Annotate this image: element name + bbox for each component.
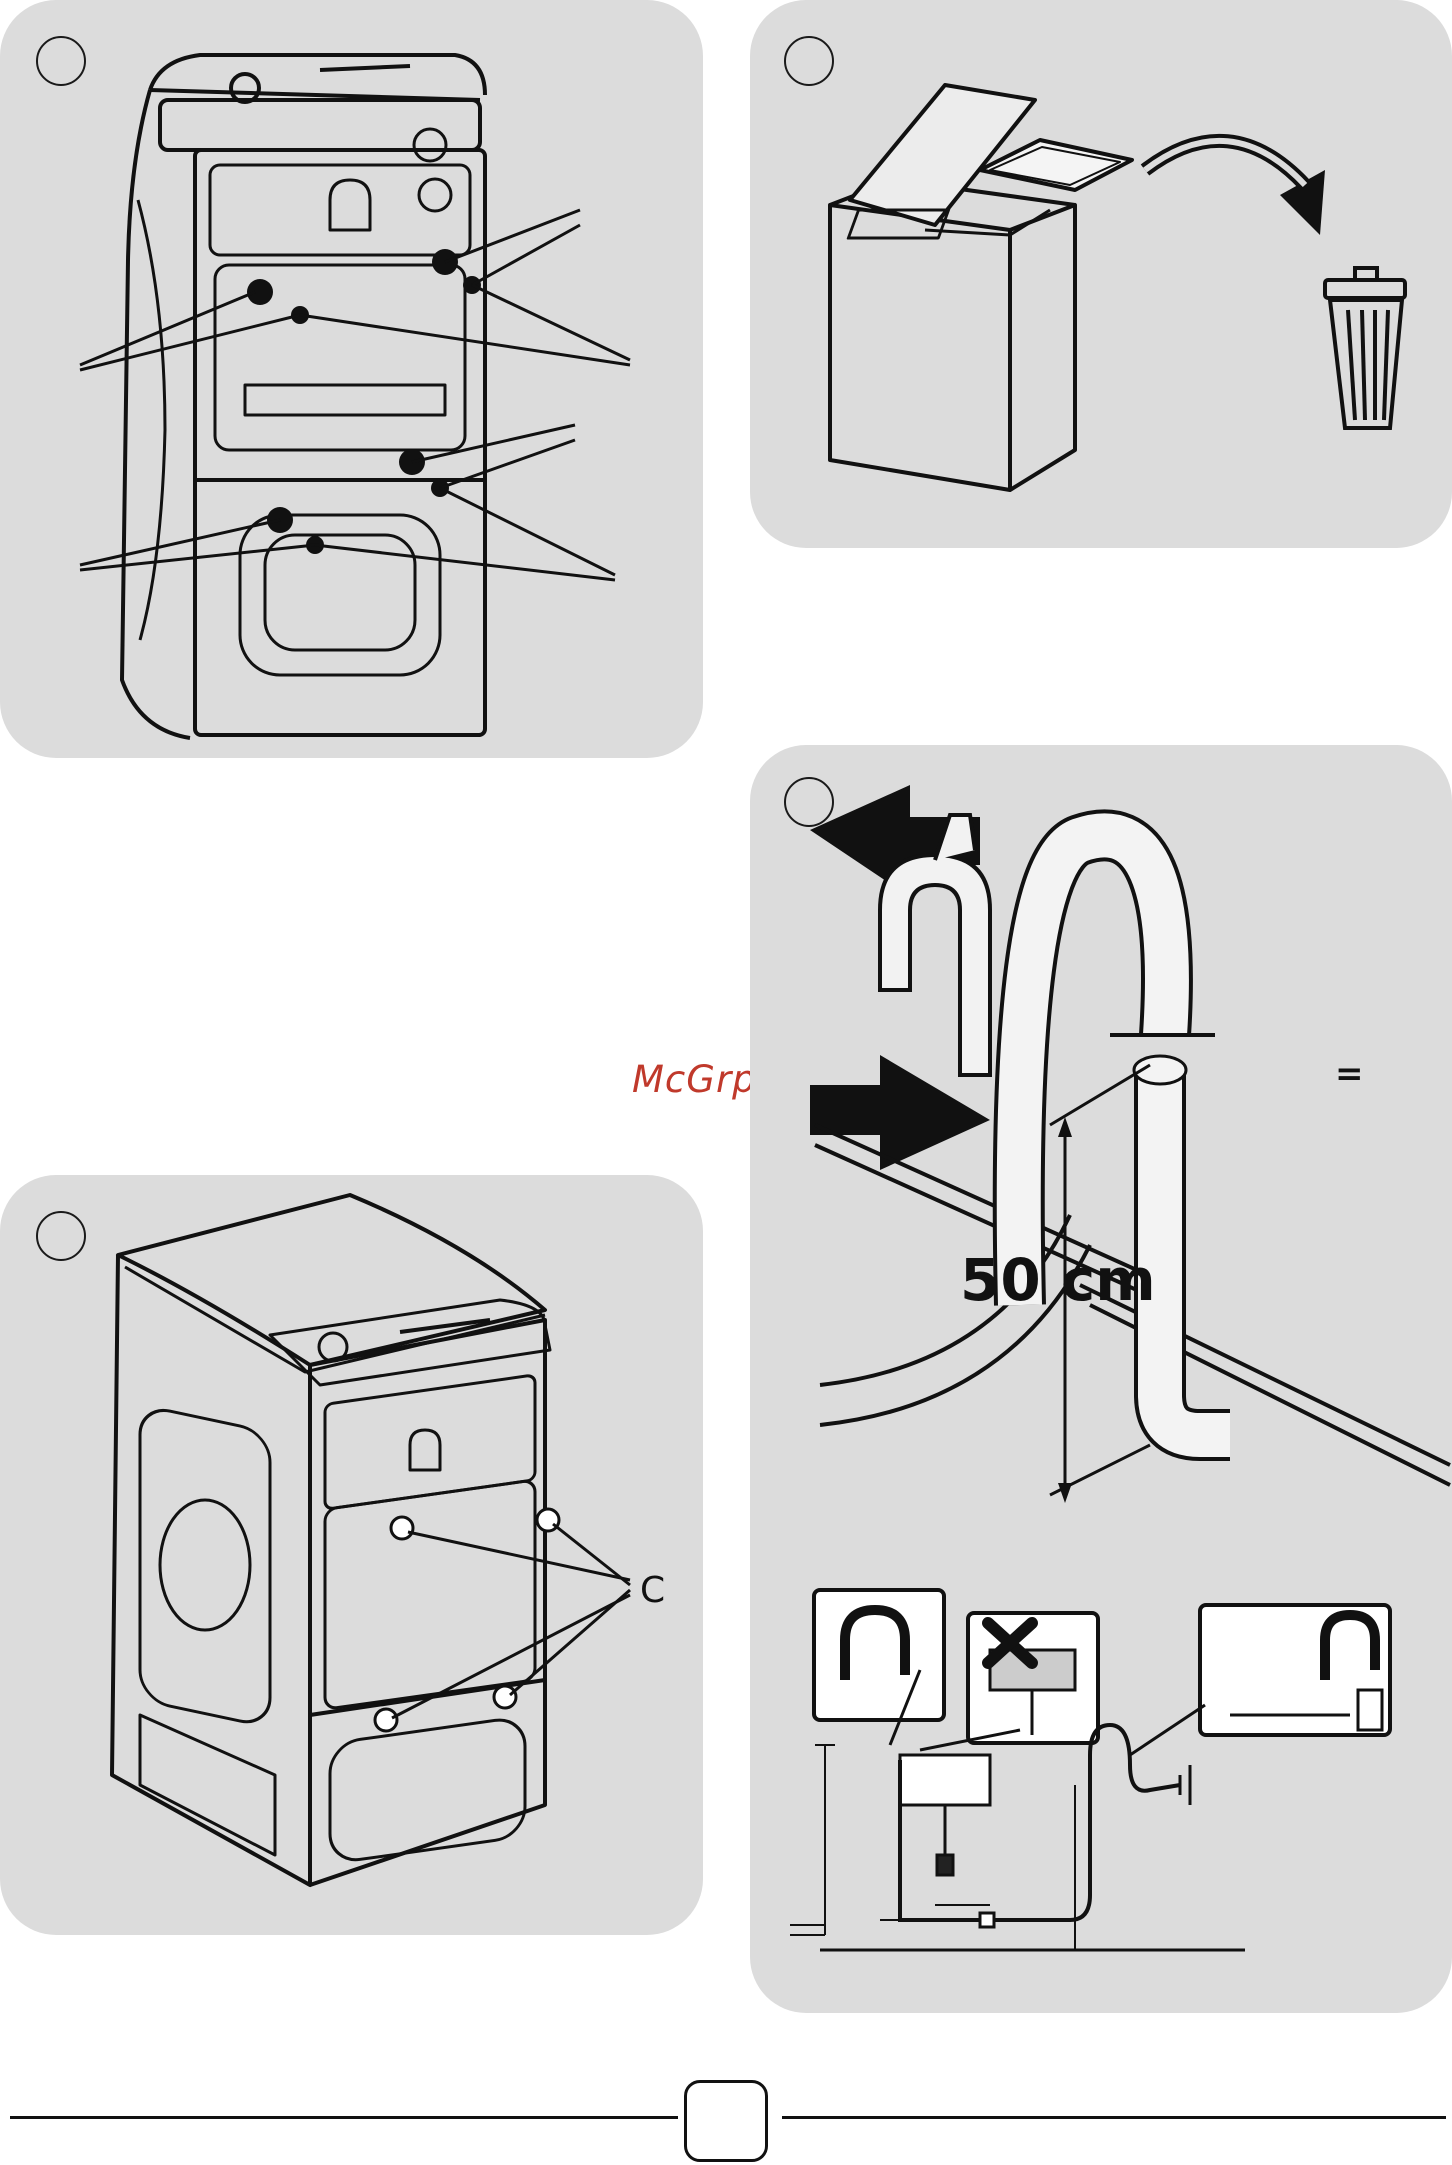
packaging-illustration bbox=[750, 0, 1452, 548]
step-circle bbox=[784, 36, 834, 86]
step-circle bbox=[36, 36, 86, 86]
height-50cm-label: 50 cm bbox=[960, 1246, 1156, 1314]
drain-hose-illustration: 50 cm = bbox=[750, 745, 1452, 2013]
step-circle bbox=[784, 777, 834, 827]
label-c: C bbox=[640, 1570, 665, 1611]
tray-removal-illustration: C bbox=[0, 1175, 703, 1935]
panel-drain-hose: 50 cm = bbox=[750, 745, 1452, 2013]
page-number-box bbox=[684, 2080, 768, 2162]
equal-sign-label: = bbox=[1335, 1054, 1364, 1094]
footer-rule-right bbox=[782, 2116, 1446, 2119]
step-circle bbox=[36, 1211, 86, 1261]
footer-rule-left bbox=[10, 2116, 678, 2119]
panel-transit-bolts bbox=[0, 0, 703, 758]
panel-tray-removal: C bbox=[0, 1175, 703, 1935]
transit-bolts-illustration bbox=[0, 0, 703, 758]
trash-bin-icon bbox=[1325, 268, 1405, 428]
panel-remove-packaging bbox=[750, 0, 1452, 548]
